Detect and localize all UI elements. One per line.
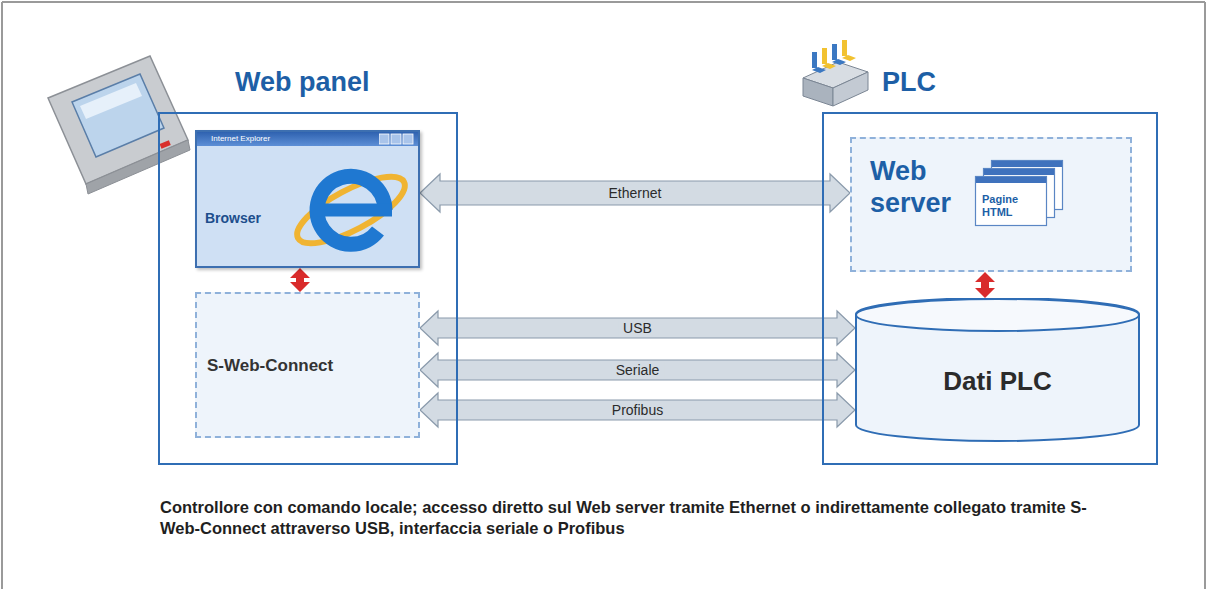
device-box: Pagine HTMLWeb serverDati PLCPLC xyxy=(822,112,1158,465)
web-panel-device-icon xyxy=(48,56,190,194)
plc-module xyxy=(842,40,847,56)
window-title: Internet Explorer xyxy=(211,133,270,145)
bus-label: Profibus xyxy=(607,402,668,418)
software-box: S-Web-Connect xyxy=(195,292,420,438)
data-flow-arrow xyxy=(975,272,995,298)
bus-label: Seriale xyxy=(611,362,665,378)
window-label: Browser xyxy=(205,210,261,226)
database-label: Dati PLC xyxy=(855,366,1140,396)
html-pages: Pagine HTML xyxy=(975,178,1050,228)
browser-logo xyxy=(279,152,419,262)
cylinder-body xyxy=(856,298,1139,441)
box-label: Web server xyxy=(870,155,970,219)
data-flow-arrow xyxy=(290,268,310,292)
bus-label: USB xyxy=(618,320,657,336)
window-button xyxy=(379,134,389,144)
device-body xyxy=(48,56,188,184)
box-heading: Web panel xyxy=(235,67,370,98)
database-cylinder: Dati PLC xyxy=(855,298,1140,442)
window-button xyxy=(403,134,413,144)
page-title-bar xyxy=(992,161,1062,167)
html-page xyxy=(976,177,1047,226)
device-button xyxy=(160,140,171,148)
bus-arrow xyxy=(420,174,850,212)
bus-arrow xyxy=(420,353,855,387)
window-button xyxy=(391,134,401,144)
bus-label: Ethernet xyxy=(604,185,667,201)
logo-orbit xyxy=(289,164,414,256)
frame-line xyxy=(1,2,3,589)
frame-line xyxy=(2,1,1205,3)
box-heading: PLC xyxy=(882,67,936,98)
cylinder-top xyxy=(856,299,1139,331)
plc-front xyxy=(803,78,833,106)
logo-bar xyxy=(317,204,392,217)
page-label: Pagine HTML xyxy=(982,193,1042,219)
plc-module xyxy=(822,48,827,64)
plc-side xyxy=(833,72,868,106)
plc-module xyxy=(812,52,817,68)
plc-icon xyxy=(803,40,868,106)
device-screen xyxy=(72,74,164,157)
device-box: Internet ExplorerBrowserS-Web-ConnectWeb… xyxy=(158,112,458,465)
page-title-bar xyxy=(984,169,1054,175)
device-screen-window xyxy=(80,83,142,119)
plc-module xyxy=(832,44,837,60)
box-label: S-Web-Connect xyxy=(207,356,333,376)
window-controls xyxy=(379,133,415,145)
server-box: Pagine HTML Web server xyxy=(850,137,1132,272)
bus-arrow xyxy=(420,311,855,345)
figure-caption: Controllore con comando locale; accesso … xyxy=(160,497,1100,539)
frame-line xyxy=(1204,2,1206,589)
bus-arrow xyxy=(420,393,855,427)
browser-window: Internet ExplorerBrowser xyxy=(195,130,420,268)
page-title-bar xyxy=(976,177,1046,183)
